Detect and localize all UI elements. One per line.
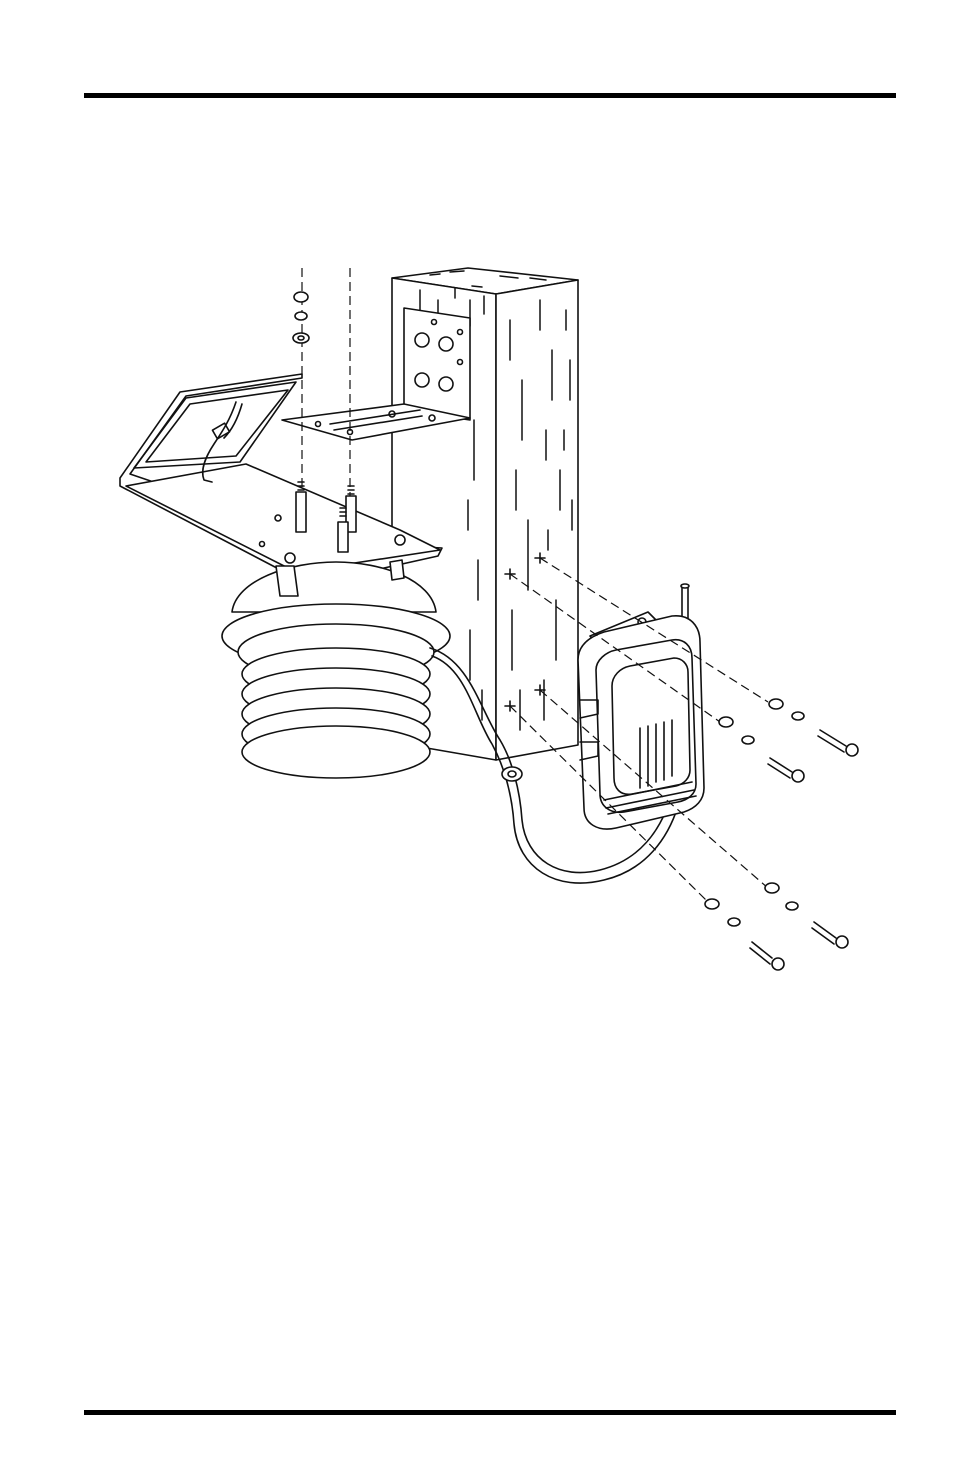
radiation-shield (222, 560, 450, 778)
angle-bracket (282, 308, 470, 440)
bottom-page-rule (84, 1410, 896, 1415)
lag-screw-set-2 (719, 717, 804, 782)
mounting-figure (100, 250, 880, 990)
transmitter-box (578, 584, 704, 829)
lag-screw-set-4 (705, 899, 784, 970)
top-page-rule (84, 93, 896, 98)
lag-screw-set-1 (769, 699, 858, 756)
nut-and-washers (293, 292, 309, 343)
lag-screw-set-3 (765, 883, 848, 948)
